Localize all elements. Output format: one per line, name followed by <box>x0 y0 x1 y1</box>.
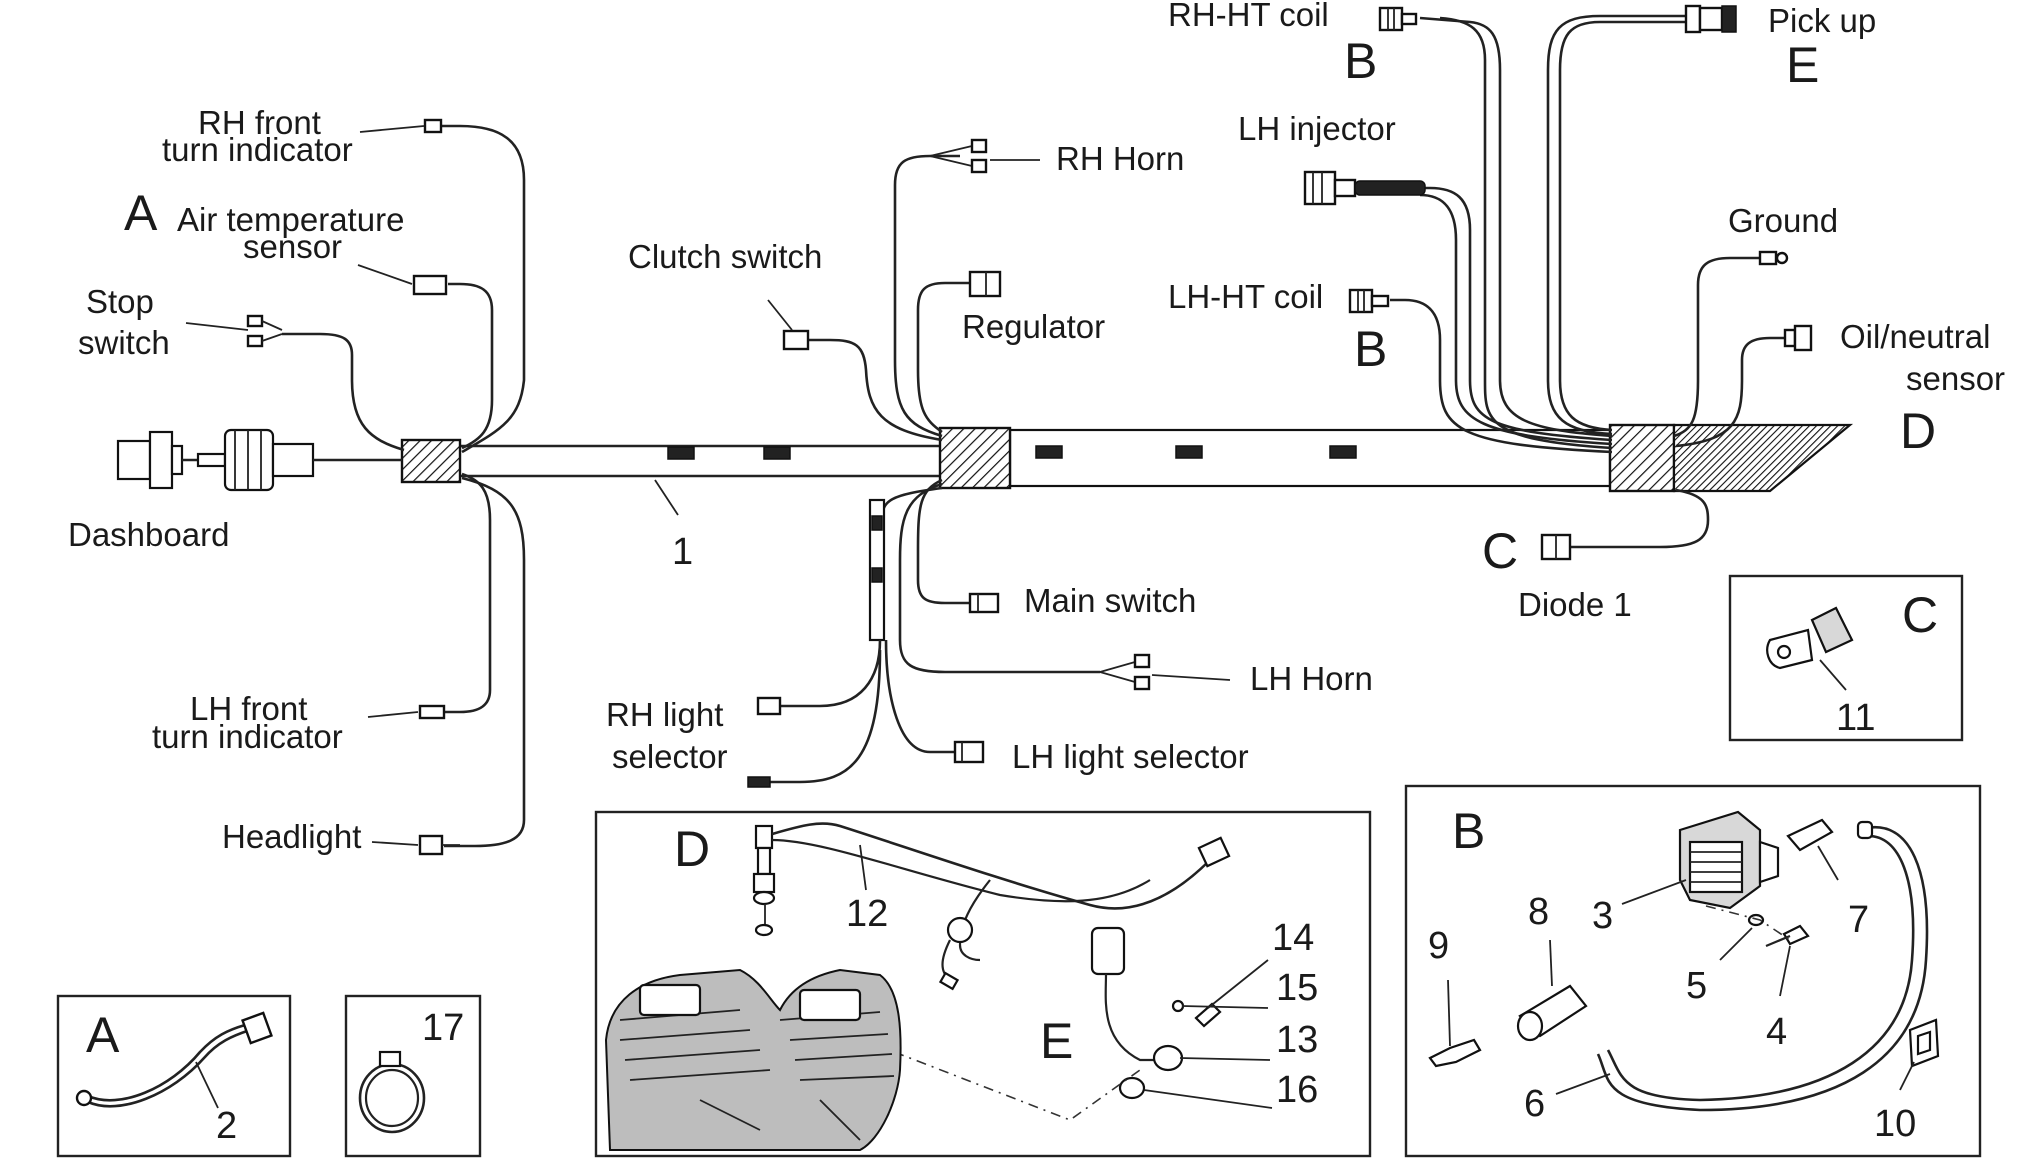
label-rh-light-1: RH light <box>606 696 723 733</box>
label-regulator: Regulator <box>962 308 1105 345</box>
callout-12: 12 <box>846 893 888 935</box>
letter-e-main: E <box>1786 37 1819 93</box>
label-main-switch: Main switch <box>1024 582 1196 619</box>
box-b-letter: B <box>1452 803 1485 859</box>
label-rh-front-2: turn indicator <box>162 131 353 168</box>
callout-8: 8 <box>1528 891 1549 933</box>
detail-box-a <box>56 994 292 1158</box>
callout-3: 3 <box>1592 895 1613 937</box>
label-lh-horn: LH Horn <box>1250 660 1373 697</box>
letter-c-main: C <box>1482 523 1518 579</box>
label-lh-injector: LH injector <box>1238 110 1396 147</box>
callout-7: 7 <box>1848 899 1869 941</box>
callout-2: 2 <box>216 1105 237 1147</box>
label-rh-light-2: selector <box>612 738 728 775</box>
label-clutch-switch: Clutch switch <box>628 238 822 275</box>
label-rh-ht-coil: RH-HT coil <box>1168 0 1329 33</box>
detail-box-17 <box>344 994 482 1158</box>
label-stop-1: Stop <box>86 283 154 320</box>
callout-1: 1 <box>672 531 693 573</box>
label-lh-front-1: LH front <box>190 690 307 727</box>
label-pick-up: Pick up <box>1768 2 1876 39</box>
callout-11: 11 <box>1836 697 1875 739</box>
detail-box-d-e <box>594 810 1372 1158</box>
label-diode: Diode 1 <box>1518 586 1632 623</box>
detail-box-c <box>1728 574 1964 742</box>
callout-4: 4 <box>1766 1011 1787 1053</box>
callout-14: 14 <box>1272 917 1314 959</box>
label-oil-1: Oil/neutral <box>1840 318 1990 355</box>
label-headlight: Headlight <box>222 818 361 855</box>
right-branches <box>1303 4 1813 561</box>
main-harness <box>400 423 1854 516</box>
letter-d-main: D <box>1900 403 1936 459</box>
box-d-letter: D <box>674 821 710 877</box>
letter-a-main: A <box>124 185 158 241</box>
box-e-letter: E <box>1040 1013 1073 1069</box>
label-lh-ht-coil: LH-HT coil <box>1168 278 1323 315</box>
label-ground: Ground <box>1728 202 1838 239</box>
detail-box-b <box>1404 784 1982 1158</box>
callout-10: 10 <box>1874 1103 1916 1145</box>
label-dashboard: Dashboard <box>68 516 229 553</box>
callout-6: 6 <box>1524 1083 1545 1125</box>
box-c-letter: C <box>1902 587 1938 643</box>
label-rh-front-1: RH front <box>198 104 321 141</box>
left-branches <box>185 118 526 856</box>
label-oil-2: sensor <box>1906 360 2005 397</box>
middle-branches <box>747 138 1231 788</box>
callout-17: 17 <box>422 1007 464 1049</box>
label-lh-light-selector: LH light selector <box>1012 738 1249 775</box>
callout-16: 16 <box>1276 1069 1318 1111</box>
callout-13: 13 <box>1276 1019 1318 1061</box>
letter-b-rh: B <box>1344 33 1377 89</box>
box-a-letter: A <box>86 1007 120 1063</box>
label-lh-front-2: turn indicator <box>152 718 343 755</box>
letter-b-lh: B <box>1354 321 1387 377</box>
callout-15: 15 <box>1276 967 1318 1009</box>
label-air-temp-2: sensor <box>243 228 342 265</box>
label-stop-2: switch <box>78 324 170 361</box>
label-rh-horn: RH Horn <box>1056 140 1184 177</box>
label-air-temp-1: Air temperature <box>177 201 404 238</box>
callout-9: 9 <box>1428 925 1449 967</box>
dashboard-connector <box>116 428 402 492</box>
callout-5: 5 <box>1686 965 1707 1007</box>
